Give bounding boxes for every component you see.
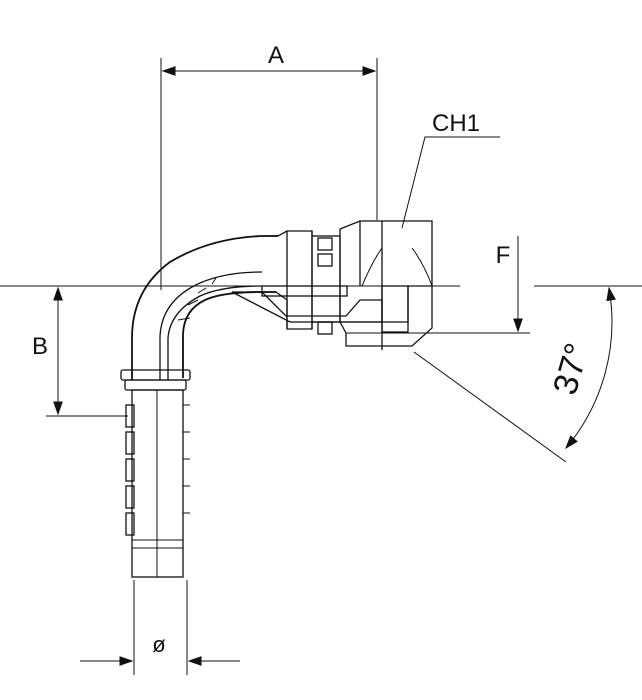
label-f: F — [496, 242, 511, 269]
dimension-lines — [53, 66, 617, 666]
bend-ribs — [177, 277, 217, 321]
elbow-inner-outline — [182, 291, 276, 378]
extension-lines — [0, 58, 642, 675]
angle-arc — [565, 286, 617, 450]
dimension-labels: A B F CH1 ø 37° — [32, 42, 597, 657]
elbow-outer — [131, 235, 278, 380]
label-ch1: CH1 — [432, 110, 480, 137]
tail-ribs — [125, 404, 190, 549]
label-angle: 37° — [546, 339, 597, 399]
label-a: A — [268, 42, 284, 69]
angle-ray — [413, 351, 567, 463]
label-b: B — [32, 333, 48, 360]
nut-section — [338, 285, 433, 347]
ch1-leader — [401, 136, 500, 229]
nose-section — [231, 291, 383, 323]
nut-collar — [311, 235, 341, 323]
label-diameter: ø — [152, 632, 165, 657]
fitting-body — [120, 220, 433, 578]
swivel-nut — [339, 220, 433, 286]
